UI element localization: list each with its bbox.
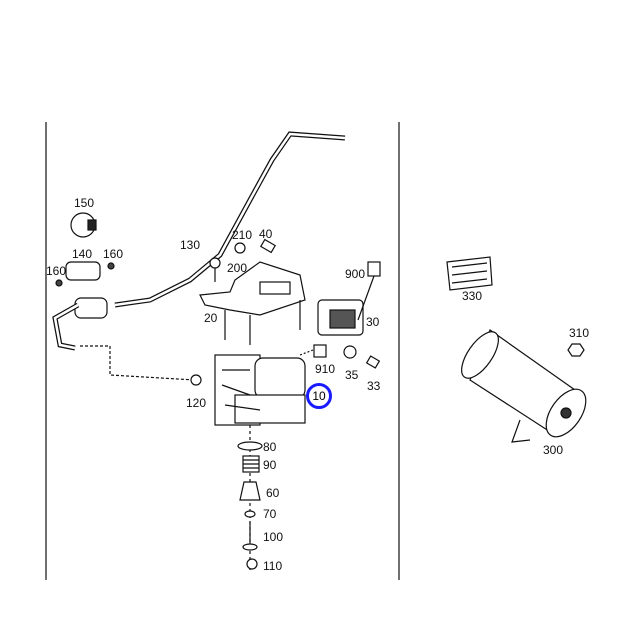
bolt-100 xyxy=(242,543,258,551)
part-140 xyxy=(65,261,101,281)
hose-130 xyxy=(114,131,346,308)
label-130: 130 xyxy=(180,238,201,252)
dashed-leader-120 xyxy=(80,345,196,381)
label-910: 910 xyxy=(315,362,336,376)
label-33: 33 xyxy=(367,379,381,393)
label-35: 35 xyxy=(345,368,359,382)
mount-60 xyxy=(239,481,261,501)
inline-filter xyxy=(74,297,108,319)
nut-110 xyxy=(246,558,258,570)
label-300: 300 xyxy=(543,443,564,457)
label-900: 900 xyxy=(345,267,366,281)
washer-80 xyxy=(237,441,263,451)
part-910 xyxy=(313,344,327,358)
part-33 xyxy=(365,355,381,369)
label-310: 310 xyxy=(569,326,590,340)
label-160: 160 xyxy=(103,247,124,261)
label-70: 70 xyxy=(263,507,277,521)
bracket-20 xyxy=(199,261,306,316)
bolt-40 xyxy=(259,238,277,254)
part-120 xyxy=(190,374,202,386)
label-110: 110 xyxy=(263,559,283,573)
label-90: 90 xyxy=(263,458,277,472)
label-80: 80 xyxy=(263,440,277,454)
part-35 xyxy=(343,345,357,359)
label-160: 160 xyxy=(46,264,67,278)
connector-900 xyxy=(367,261,381,277)
part-70 xyxy=(244,510,256,518)
label-60: 60 xyxy=(266,486,280,500)
label-40: 40 xyxy=(259,227,273,241)
label-200: 200 xyxy=(227,261,248,275)
label-20: 20 xyxy=(204,311,218,325)
label-150: 150 xyxy=(74,196,95,210)
bolt-200 xyxy=(209,257,221,269)
label-330: 330 xyxy=(462,289,483,303)
label-10-highlighted[interactable]: 10 xyxy=(306,383,332,409)
label-210: 210 xyxy=(232,228,253,242)
label-100: 100 xyxy=(263,530,284,544)
label-140: 140 xyxy=(72,247,93,261)
nut-310 xyxy=(567,343,585,357)
label-30: 30 xyxy=(366,315,380,329)
washer-210 xyxy=(234,242,246,254)
label-120: 120 xyxy=(186,396,207,410)
